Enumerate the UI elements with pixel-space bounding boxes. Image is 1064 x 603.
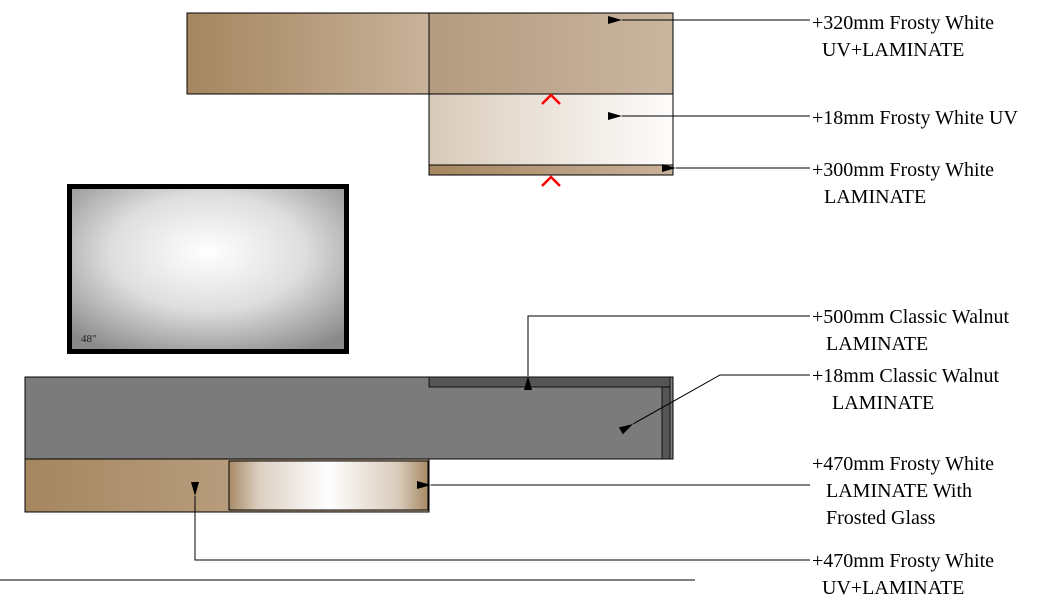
label-1-line-1: +320mm Frosty White	[812, 12, 994, 34]
material-labels: +320mm Frosty White UV+LAMINATE +18mm Fr…	[812, 12, 1018, 599]
leader-5	[618, 374, 810, 435]
label-7-line-1: +470mm Frosty White	[812, 550, 994, 572]
walnut-side-strip	[661, 386, 671, 460]
tv-screen	[67, 184, 349, 354]
wall-cabinet	[186, 12, 674, 187]
walnut-top-strip	[428, 376, 671, 388]
tv-unit	[24, 376, 674, 513]
label-1-line-2: UV+LAMINATE	[822, 39, 964, 61]
frosted-glass-drawer	[228, 460, 429, 511]
label-4-line-2: LAMINATE	[826, 333, 928, 355]
label-6-line-3: Frosted Glass	[826, 507, 936, 529]
label-7-line-2: UV+LAMINATE	[822, 577, 964, 599]
open-marker-icon	[541, 93, 561, 105]
label-6-line-1: +470mm Frosty White	[812, 453, 994, 475]
label-5-line-1: +18mm Classic Walnut	[812, 365, 1000, 387]
leader-7	[191, 482, 810, 561]
walnut-body	[24, 376, 674, 460]
cabinet-left-panel	[186, 12, 430, 95]
open-marker-icon	[541, 175, 561, 187]
label-3-line-2: LAMINATE	[824, 186, 926, 208]
leader-4	[524, 315, 810, 390]
tv-size-label: 48"	[81, 333, 97, 345]
label-3-line-1: +300mm Frosty White	[812, 159, 994, 181]
cabinet-right-panel	[428, 12, 674, 95]
label-4-line-1: +500mm Classic Walnut	[812, 306, 1010, 328]
label-2-line-1: +18mm Frosty White UV	[812, 107, 1018, 129]
leader-lines	[0, 16, 810, 581]
frosty-white-uv-panel	[428, 93, 674, 166]
laminate-strip	[428, 164, 674, 176]
tv: 48"	[67, 184, 349, 354]
label-6-line-2: LAMINATE With	[826, 480, 972, 502]
label-5-line-2: LAMINATE	[832, 392, 934, 414]
